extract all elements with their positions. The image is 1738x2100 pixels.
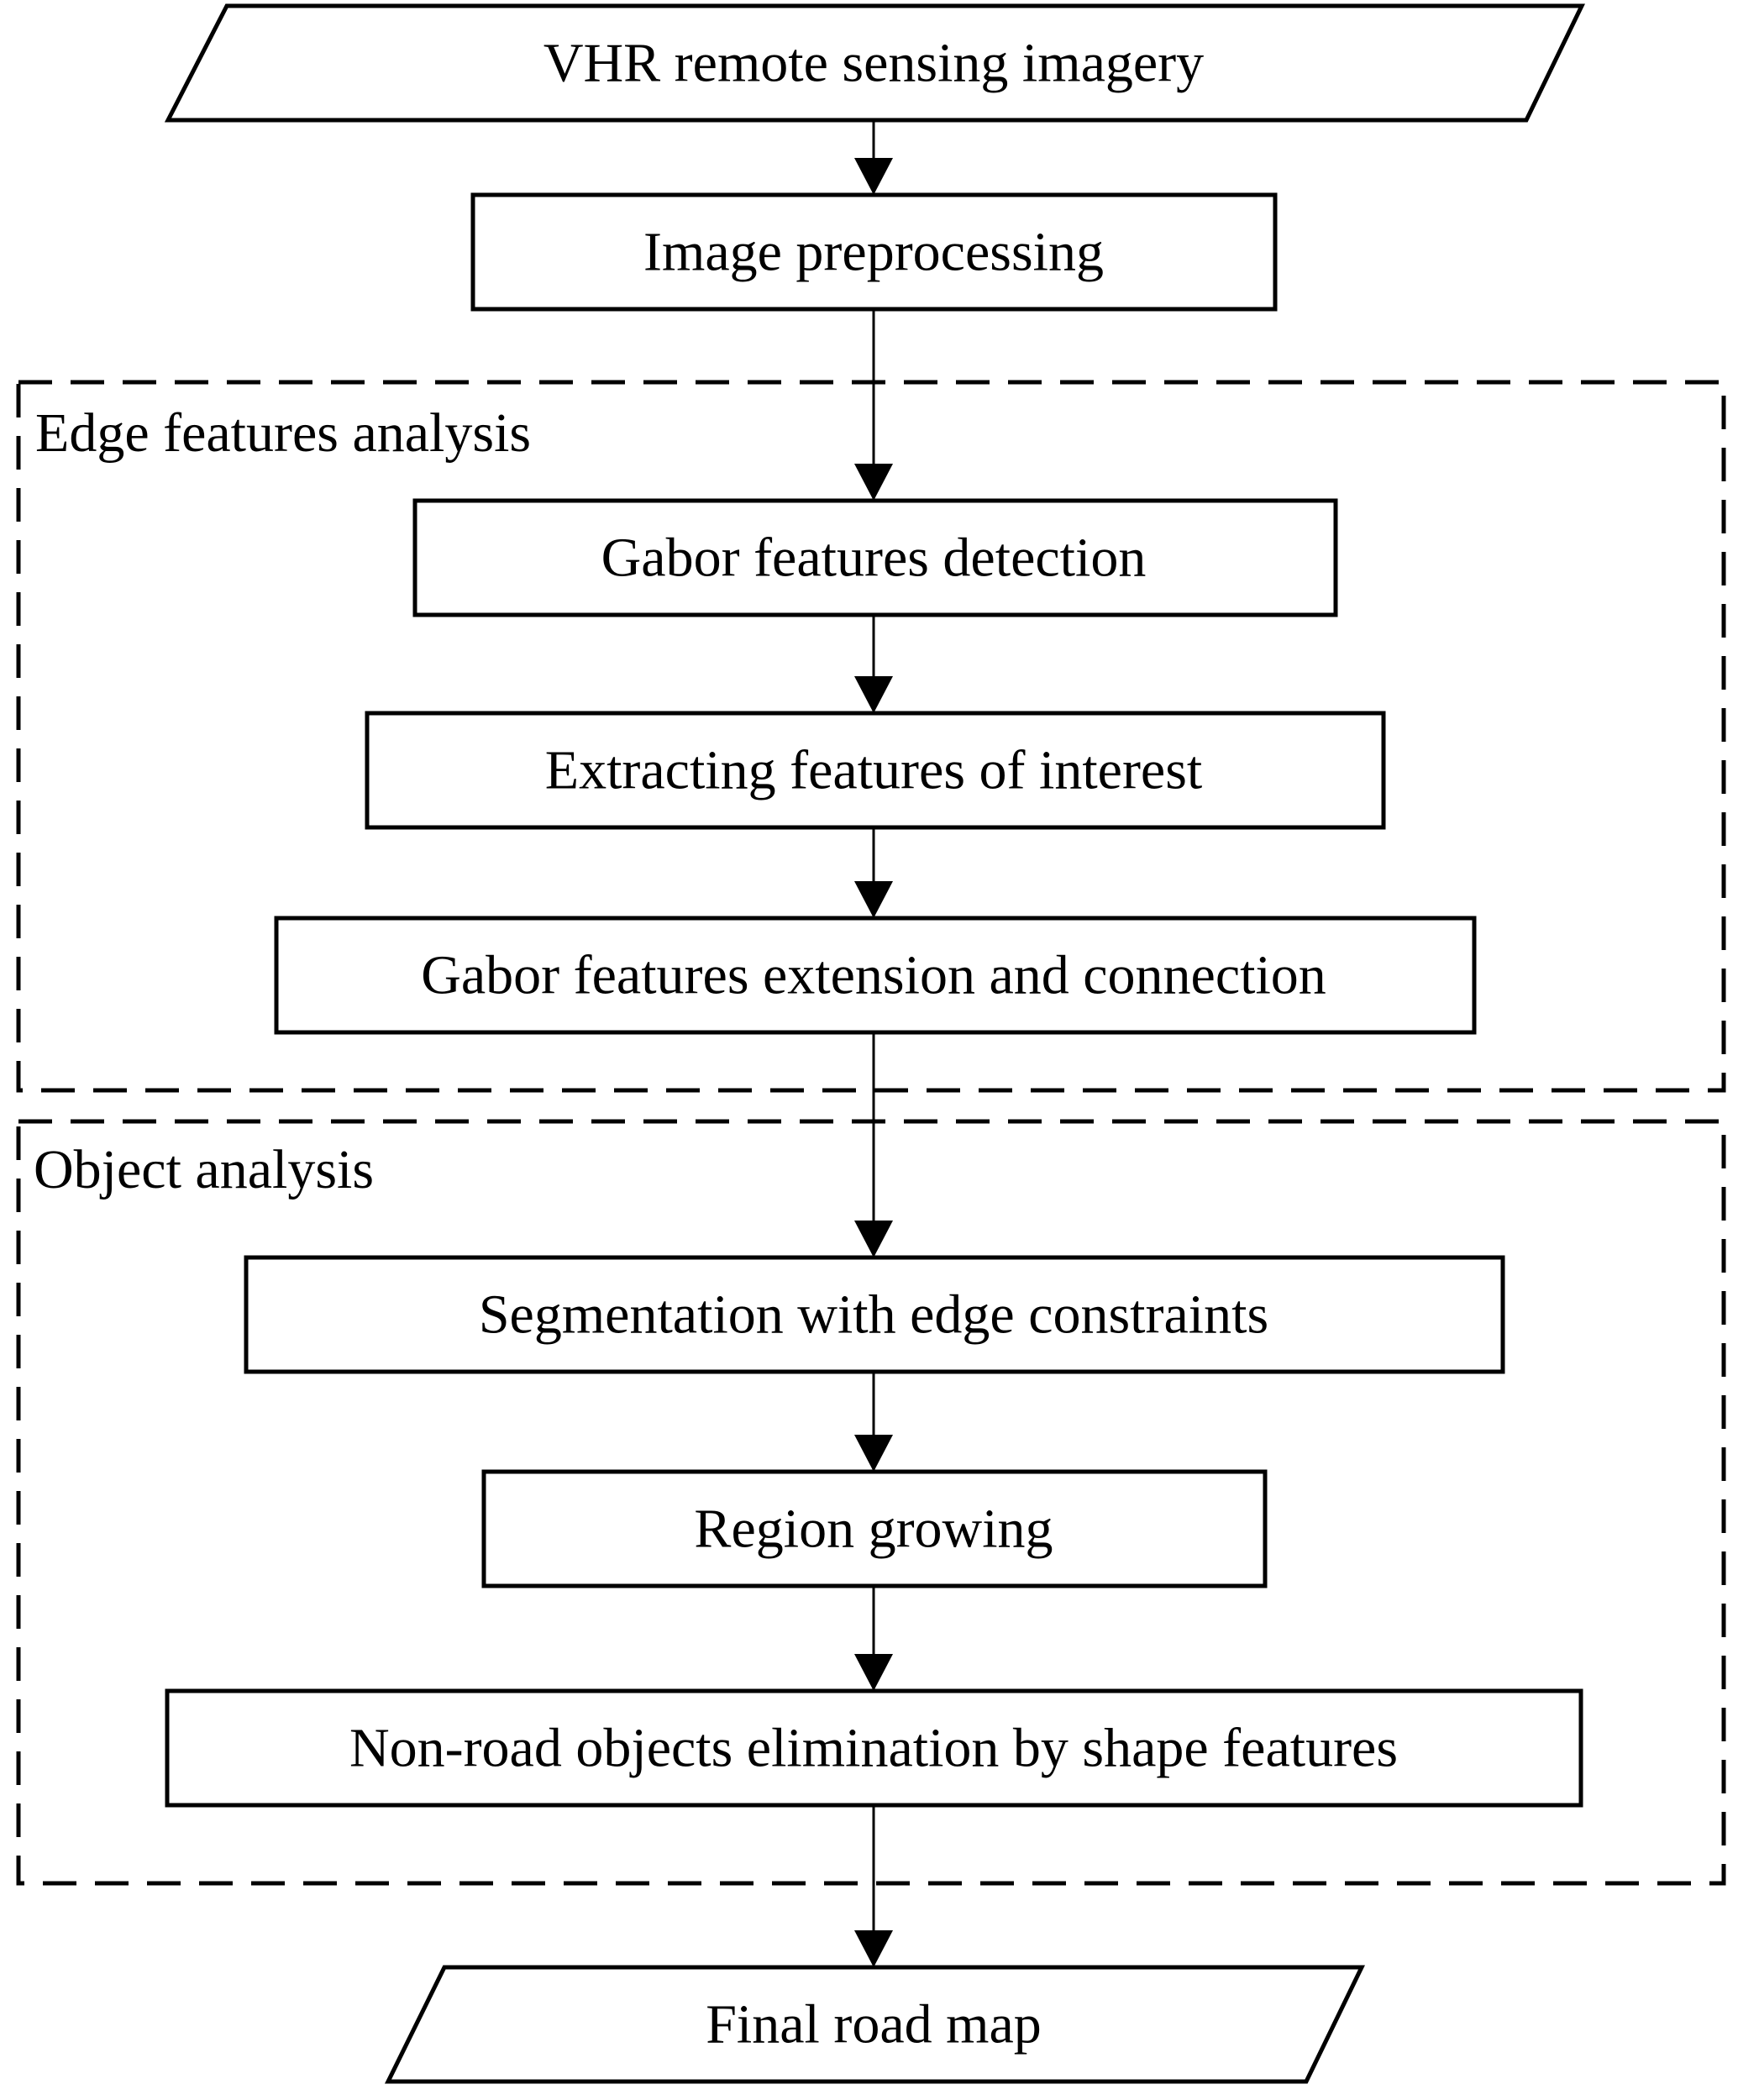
node-region-growing: Region growing (481, 1469, 1268, 1588)
node-extract-label: Extracting features of interest (545, 740, 1203, 801)
node-preprocess: Image preprocessing (470, 192, 1278, 312)
node-preprocess-label: Image preprocessing (643, 222, 1104, 283)
node-region-growing-label: Region growing (694, 1499, 1053, 1560)
node-extract-shape (365, 711, 1386, 830)
node-segmentation-label: Segmentation with edge constraints (479, 1284, 1268, 1346)
node-gabor-detect-shape (412, 498, 1338, 617)
object-analysis-group-label: Object analysis (34, 1139, 374, 1200)
node-gabor-extend: Gabor features extension and connection (274, 916, 1477, 1035)
node-gabor-detect: Gabor features detection (412, 498, 1338, 617)
node-region-growing-shape (481, 1469, 1268, 1588)
node-output-label: Final road map (706, 1994, 1042, 2055)
node-elimination: Non-road objects elimination by shape fe… (165, 1688, 1583, 1808)
node-gabor-detect-label: Gabor features detection (601, 528, 1147, 589)
node-gabor-extend-label: Gabor features extension and connection (421, 945, 1326, 1006)
node-preprocess-shape (470, 192, 1278, 312)
node-input-shape (164, 3, 1585, 123)
node-input: VHR remote sensing imagery (164, 3, 1585, 123)
object-analysis-group-box (16, 1119, 1726, 1886)
node-output-shape (384, 1965, 1365, 2084)
node-output: Final road map (384, 1965, 1365, 2084)
node-segmentation: Segmentation with edge constraints (244, 1255, 1505, 1374)
node-input-label: VHR remote sensing imagery (543, 33, 1204, 94)
node-elimination-shape (165, 1688, 1583, 1808)
node-extract: Extracting features of interest (365, 711, 1386, 830)
edge-features-group-label: Edge features analysis (35, 402, 531, 464)
node-elimination-label: Non-road objects elimination by shape fe… (349, 1718, 1398, 1779)
node-gabor-extend-shape (274, 916, 1477, 1035)
node-segmentation-shape (244, 1255, 1505, 1374)
edge-features-group-box (16, 380, 1726, 1093)
